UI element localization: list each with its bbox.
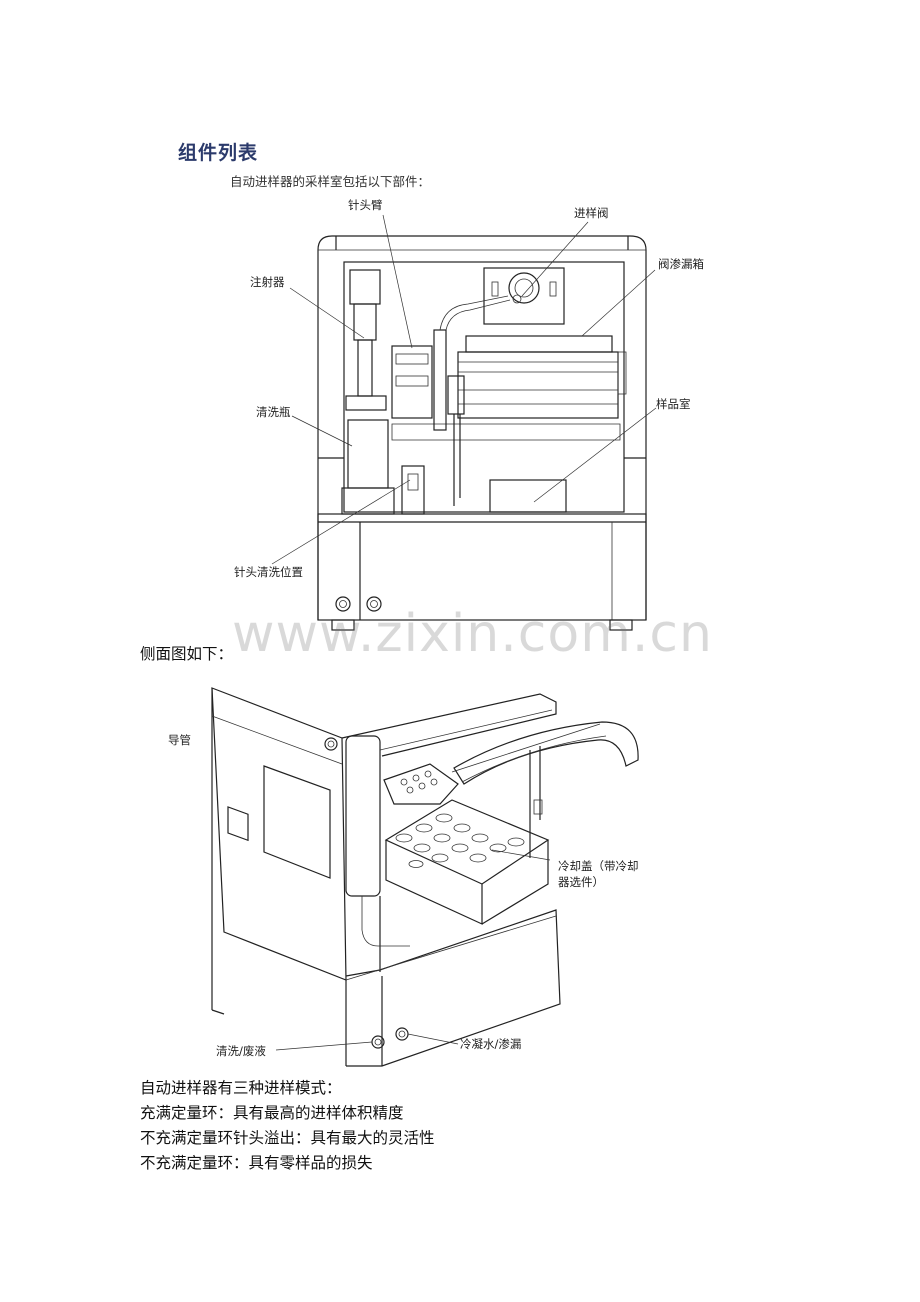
- section-title: 组件列表: [178, 142, 259, 164]
- watermark: www.zixin.com.cn: [232, 604, 713, 664]
- label-condensate-leak: 冷凝水/渗漏: [460, 1037, 522, 1051]
- modes-block: 自动进样器有三种进样模式： 充满定量环：具有最高的进样体积精度 不充满定量环针头…: [140, 1076, 435, 1176]
- mode-item: 充满定量环：具有最高的进样体积精度: [140, 1104, 404, 1122]
- side-view-caption: 侧面图如下：: [140, 645, 234, 663]
- label-cooling-cover-line1: 冷却盖（带冷却: [558, 859, 639, 873]
- modes-heading: 自动进样器有三种进样模式：: [140, 1079, 342, 1097]
- label-cooling-cover-line2: 器选件）: [558, 875, 604, 889]
- mode-item: 不充满定量环针头溢出：具有最大的灵活性: [140, 1129, 435, 1147]
- side-view-diagram: [211, 687, 639, 1067]
- label-wash-bottle: 清洗瓶: [256, 405, 291, 419]
- mode-item: 不充满定量环：具有零样品的损失: [140, 1154, 373, 1172]
- front-view-diagram: [271, 214, 657, 631]
- label-valve-leak-box: 阀渗漏箱: [658, 257, 704, 271]
- intro-text: 自动进样器的采样室包括以下部件：: [230, 174, 431, 189]
- label-needle-arm: 针头臂: [348, 198, 383, 212]
- label-needle-wash-position: 针头清洗位置: [234, 565, 303, 579]
- label-syringe: 注射器: [250, 275, 285, 289]
- label-tubing: 导管: [168, 733, 191, 747]
- label-sample-chamber: 样品室: [656, 397, 691, 411]
- label-wash-waste: 清洗/废液: [216, 1044, 266, 1058]
- label-injection-valve: 进样阀: [574, 206, 609, 220]
